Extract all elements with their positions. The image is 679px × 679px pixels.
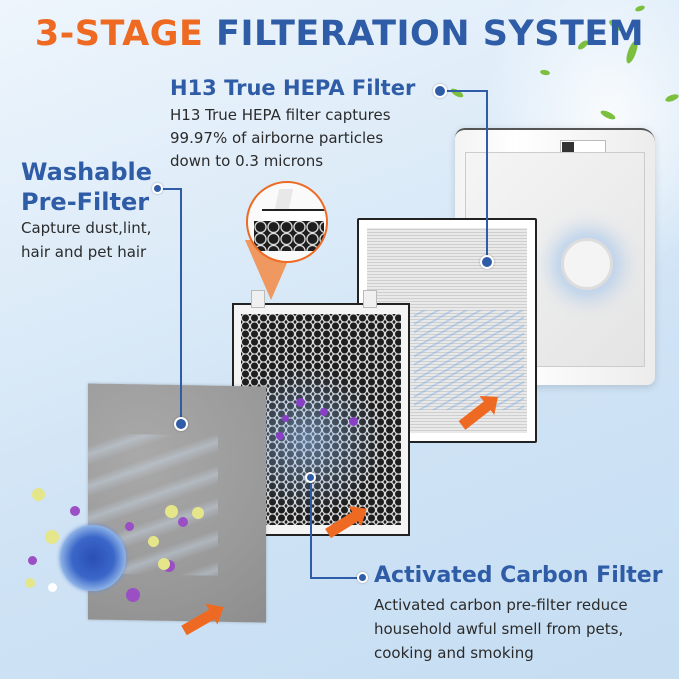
hepa-heading: H13 True HEPA Filter (170, 76, 416, 100)
leaf-decoration (449, 86, 465, 100)
particle (158, 558, 170, 570)
hepa-line: down to 0.3 microns (170, 152, 324, 170)
connector-line (310, 577, 362, 579)
title-rest: FILTERATION SYSTEM (216, 14, 645, 54)
connector-line (162, 188, 181, 190)
prefilter-heading: Washable Pre-Filter (21, 157, 152, 217)
particle (45, 530, 59, 544)
carbon-description: Activated carbon pre-filter reduce house… (374, 593, 628, 665)
particle (178, 517, 188, 527)
particle (192, 507, 204, 519)
connector-dot-icon (357, 572, 368, 583)
hepa-description: H13 True HEPA filter captures 99.97% of … (170, 104, 391, 173)
connector-line (180, 188, 182, 423)
connector-dot-icon (174, 417, 188, 431)
connector-line (445, 90, 487, 92)
filter-pull-tab (363, 290, 377, 308)
bubble-honeycomb (254, 221, 324, 251)
particle (320, 408, 328, 416)
particle (276, 432, 284, 440)
airflow-glow (254, 365, 384, 515)
connector-dot-icon (480, 255, 494, 269)
particle (28, 556, 37, 565)
particle (165, 505, 178, 518)
connector-line (486, 90, 488, 260)
warning-label-icon (562, 142, 574, 154)
particle (349, 417, 358, 426)
page-title: 3-STAGE FILTERATION SYSTEM (0, 14, 679, 54)
particle (48, 583, 57, 592)
bubble-frame (262, 209, 326, 223)
air-purifier-body (455, 128, 655, 385)
prefilter-line: hair and pet hair (21, 243, 147, 261)
particle (70, 506, 80, 516)
connector-dot-icon (305, 472, 316, 483)
carbon-line: Activated carbon pre-filter reduce (374, 596, 628, 614)
particle (125, 522, 134, 531)
prefilter-heading-line: Pre-Filter (21, 188, 150, 216)
particle (148, 536, 159, 547)
connector-dot-icon (433, 84, 447, 98)
particle (32, 488, 45, 501)
particle (25, 578, 35, 588)
particle (282, 415, 289, 422)
carbon-line: household awful smell from pets, (374, 620, 624, 638)
particle (296, 398, 305, 407)
prefilter-line: Capture dust,lint, (21, 219, 152, 237)
particle (126, 588, 140, 602)
virus-icon (60, 525, 126, 591)
prefilter-description: Capture dust,lint, hair and pet hair (21, 216, 151, 264)
connector-dot-icon (152, 183, 163, 194)
hepa-line: H13 True HEPA filter captures (170, 106, 391, 124)
prefilter-heading-line: Washable (21, 158, 153, 186)
carbon-line: cooking and smoking (374, 644, 534, 662)
connector-line (310, 477, 312, 579)
airflow-streak (414, 310, 524, 410)
zoom-callout-bubble (246, 181, 328, 263)
fan-icon (561, 238, 613, 290)
title-highlight: 3-STAGE (34, 14, 204, 54)
hepa-line: 99.97% of airborne particles (170, 129, 384, 147)
carbon-heading: Activated Carbon Filter (374, 563, 663, 588)
